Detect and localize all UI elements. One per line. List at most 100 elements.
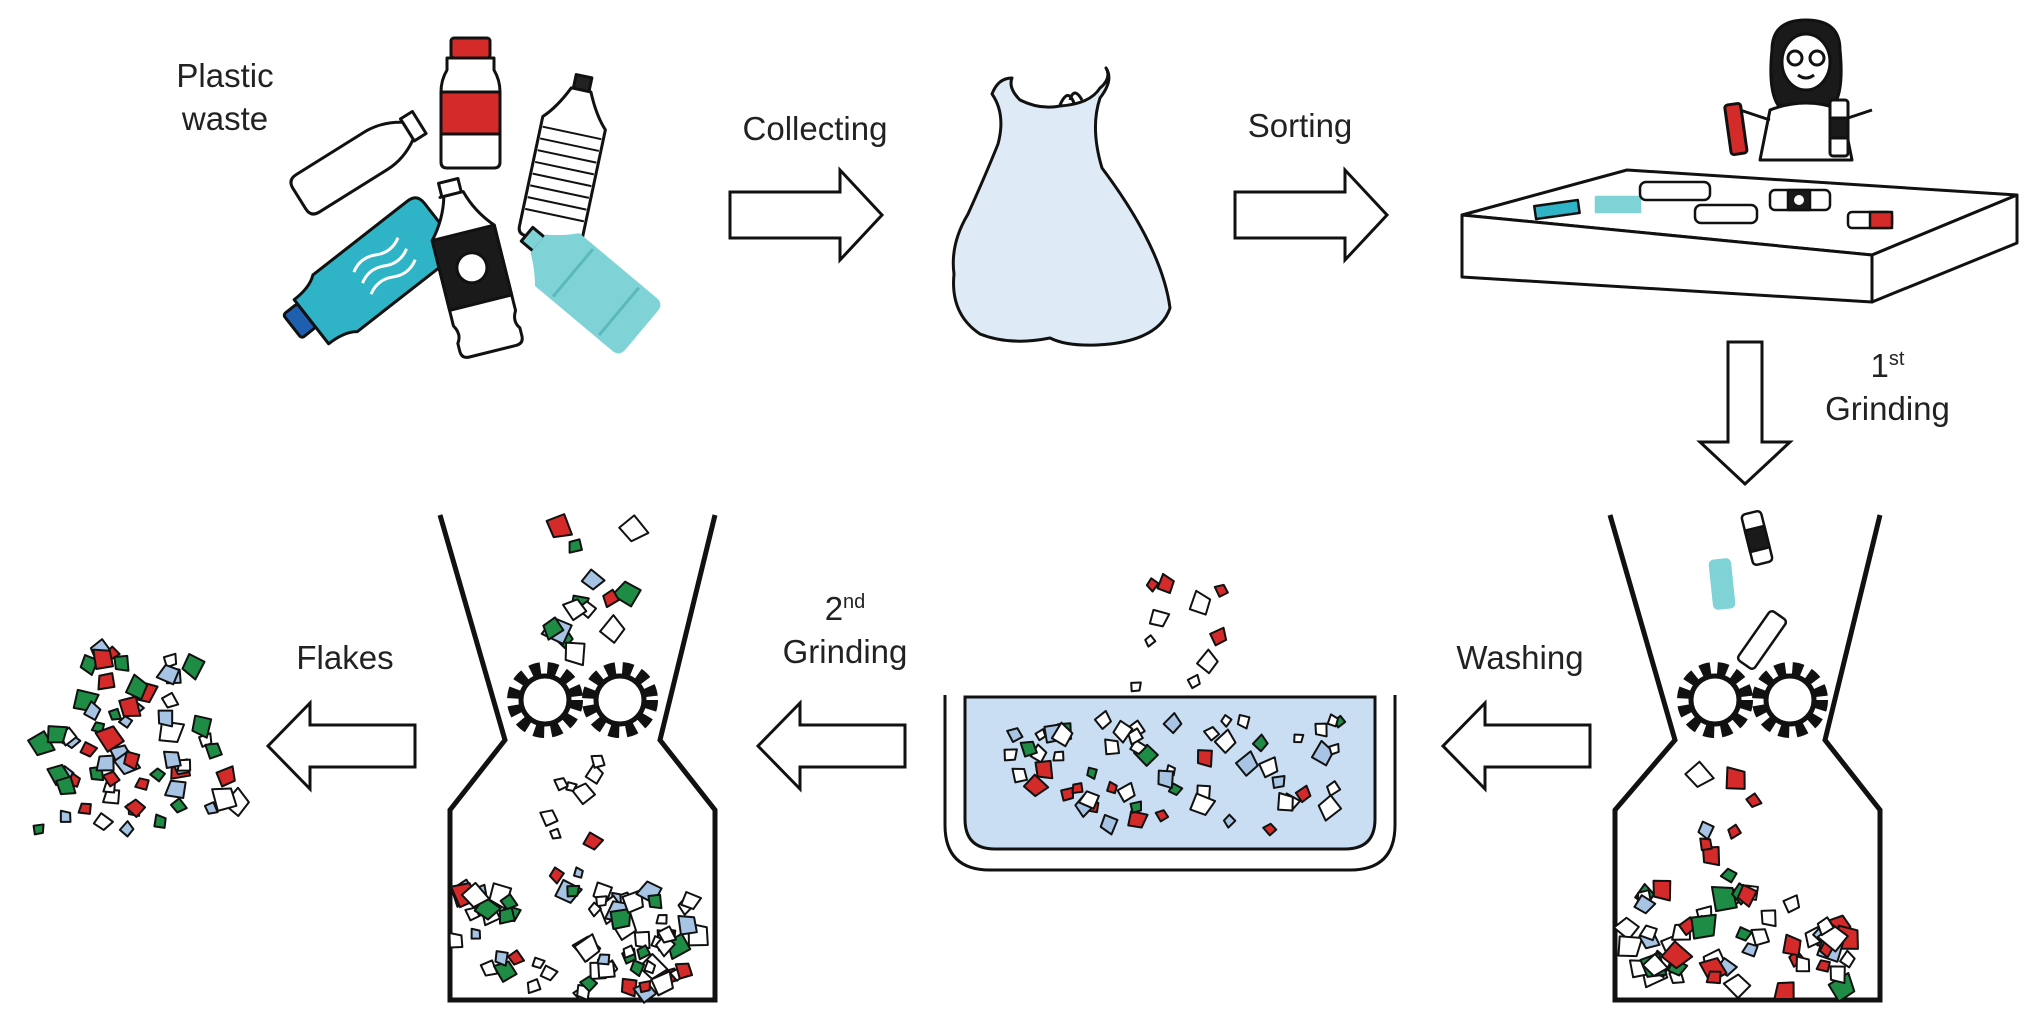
plastic-flake (1127, 810, 1149, 829)
plastic-flake (655, 914, 668, 925)
flakes-basin (1003, 572, 1347, 837)
plastic-flake (531, 956, 546, 970)
plastic-flake (164, 779, 187, 800)
plastic-flake (590, 754, 606, 769)
plastic-flake (568, 538, 583, 554)
plastic-flake (134, 777, 150, 791)
plastic-flake (125, 673, 149, 701)
plastic-flake (580, 568, 606, 591)
plastic-flake (107, 707, 122, 721)
plastic-flake (117, 715, 134, 729)
plastic-flake (587, 901, 602, 918)
plastic-flake (1745, 792, 1763, 808)
plastic-flake (1829, 965, 1846, 985)
plastic-flake (1019, 740, 1038, 758)
scientist-person-icon (1723, 18, 1873, 162)
plastic-flake (1328, 742, 1340, 756)
plastic-flake (618, 514, 650, 543)
plastic-flake (1077, 790, 1100, 810)
plastic-flake (113, 654, 130, 672)
plastic-flake (562, 598, 588, 622)
plastic-flake (1697, 820, 1715, 841)
arrow-sorting (1233, 166, 1390, 264)
plastic-flake (1326, 780, 1342, 797)
plastic-flake (596, 953, 611, 966)
label-plastic-waste-line1: Plastic (176, 57, 274, 94)
label-flakes: Flakes (296, 639, 394, 676)
clear-ribbed-bottle-icon (517, 73, 607, 248)
plastic-flake (97, 672, 116, 691)
plastic-flake (1760, 909, 1777, 928)
plastic-flake (492, 960, 518, 983)
gear-icon (582, 662, 658, 738)
plastic-flake (157, 709, 174, 728)
plastic-flake (1071, 782, 1084, 795)
plastic-waste-bottles (282, 36, 661, 359)
plastic-flake (643, 959, 657, 975)
plastic-flake (1203, 726, 1221, 742)
plastic-flake (1222, 813, 1237, 829)
arrow-first-grinding (1696, 340, 1794, 487)
plastic-flake (566, 884, 581, 898)
flakes-pile (27, 638, 250, 838)
falling-bottles-right (1708, 509, 1788, 670)
plastic-flake (1684, 760, 1715, 788)
plastic-flake (101, 770, 121, 788)
plastic-flake (1827, 972, 1856, 1003)
plastic-flake (92, 648, 114, 671)
gear-icon (1677, 662, 1753, 738)
plastic-flake (507, 949, 526, 966)
plastic-flake (564, 641, 586, 667)
plastic-flake (1086, 766, 1098, 780)
plastic-flake (680, 891, 703, 911)
plastic-flake (1719, 867, 1738, 884)
plastic-flake (1145, 577, 1160, 593)
plastic-flake (650, 970, 674, 997)
plastic-flake (83, 700, 102, 721)
plastic-flake (1213, 583, 1229, 598)
plastic-flake (460, 881, 491, 909)
label-first-grinding-num: 1 (1870, 347, 1889, 384)
plastic-flake (1129, 800, 1142, 814)
plastic-flake (59, 809, 72, 823)
plastic-flake (118, 695, 142, 718)
plastic-flake (94, 725, 125, 753)
grinder-hopper-left (437, 514, 718, 1003)
label-second-grinding: 2nd Grinding (765, 588, 925, 674)
plastic-flake (215, 765, 236, 788)
label-plastic-waste: Plastic waste (150, 55, 300, 141)
label-second-grinding-word: Grinding (782, 632, 908, 670)
plastic-flake (1052, 750, 1065, 762)
plastic-flake (499, 893, 519, 911)
plastic-flake (498, 906, 516, 925)
plastic-flake (1293, 733, 1305, 744)
plastic-flake (647, 893, 663, 910)
plastic-flake (1741, 942, 1759, 958)
plastic-flake (149, 767, 166, 783)
plastic-flake (572, 866, 584, 879)
plastic-flake (1148, 608, 1171, 628)
plastic-flake (1262, 822, 1278, 837)
plastic-flake (1050, 721, 1074, 748)
plastic-flake (1029, 743, 1048, 764)
grinder-gears-right (1677, 662, 1828, 738)
plastic-flake (158, 720, 186, 744)
gear-icon (1752, 662, 1828, 738)
plastic-flake (1022, 773, 1050, 798)
plastic-flake (1641, 952, 1669, 977)
plastic-flake (539, 964, 559, 982)
grinder-hopper-right (1607, 514, 1883, 1003)
plastic-flake (1815, 959, 1831, 973)
plastic-flake (629, 959, 646, 978)
plastic-flake (1209, 626, 1228, 647)
plastic-flake (1839, 949, 1856, 969)
plastic-flake (1690, 913, 1717, 940)
plastic-flake (595, 895, 608, 908)
plastic-flake (1196, 648, 1219, 675)
flakes-left-falling (539, 754, 606, 885)
plastic-flake (620, 977, 638, 998)
label-collecting: Collecting (742, 110, 888, 147)
plastic-flake (470, 927, 482, 940)
plastic-flake (95, 754, 115, 772)
